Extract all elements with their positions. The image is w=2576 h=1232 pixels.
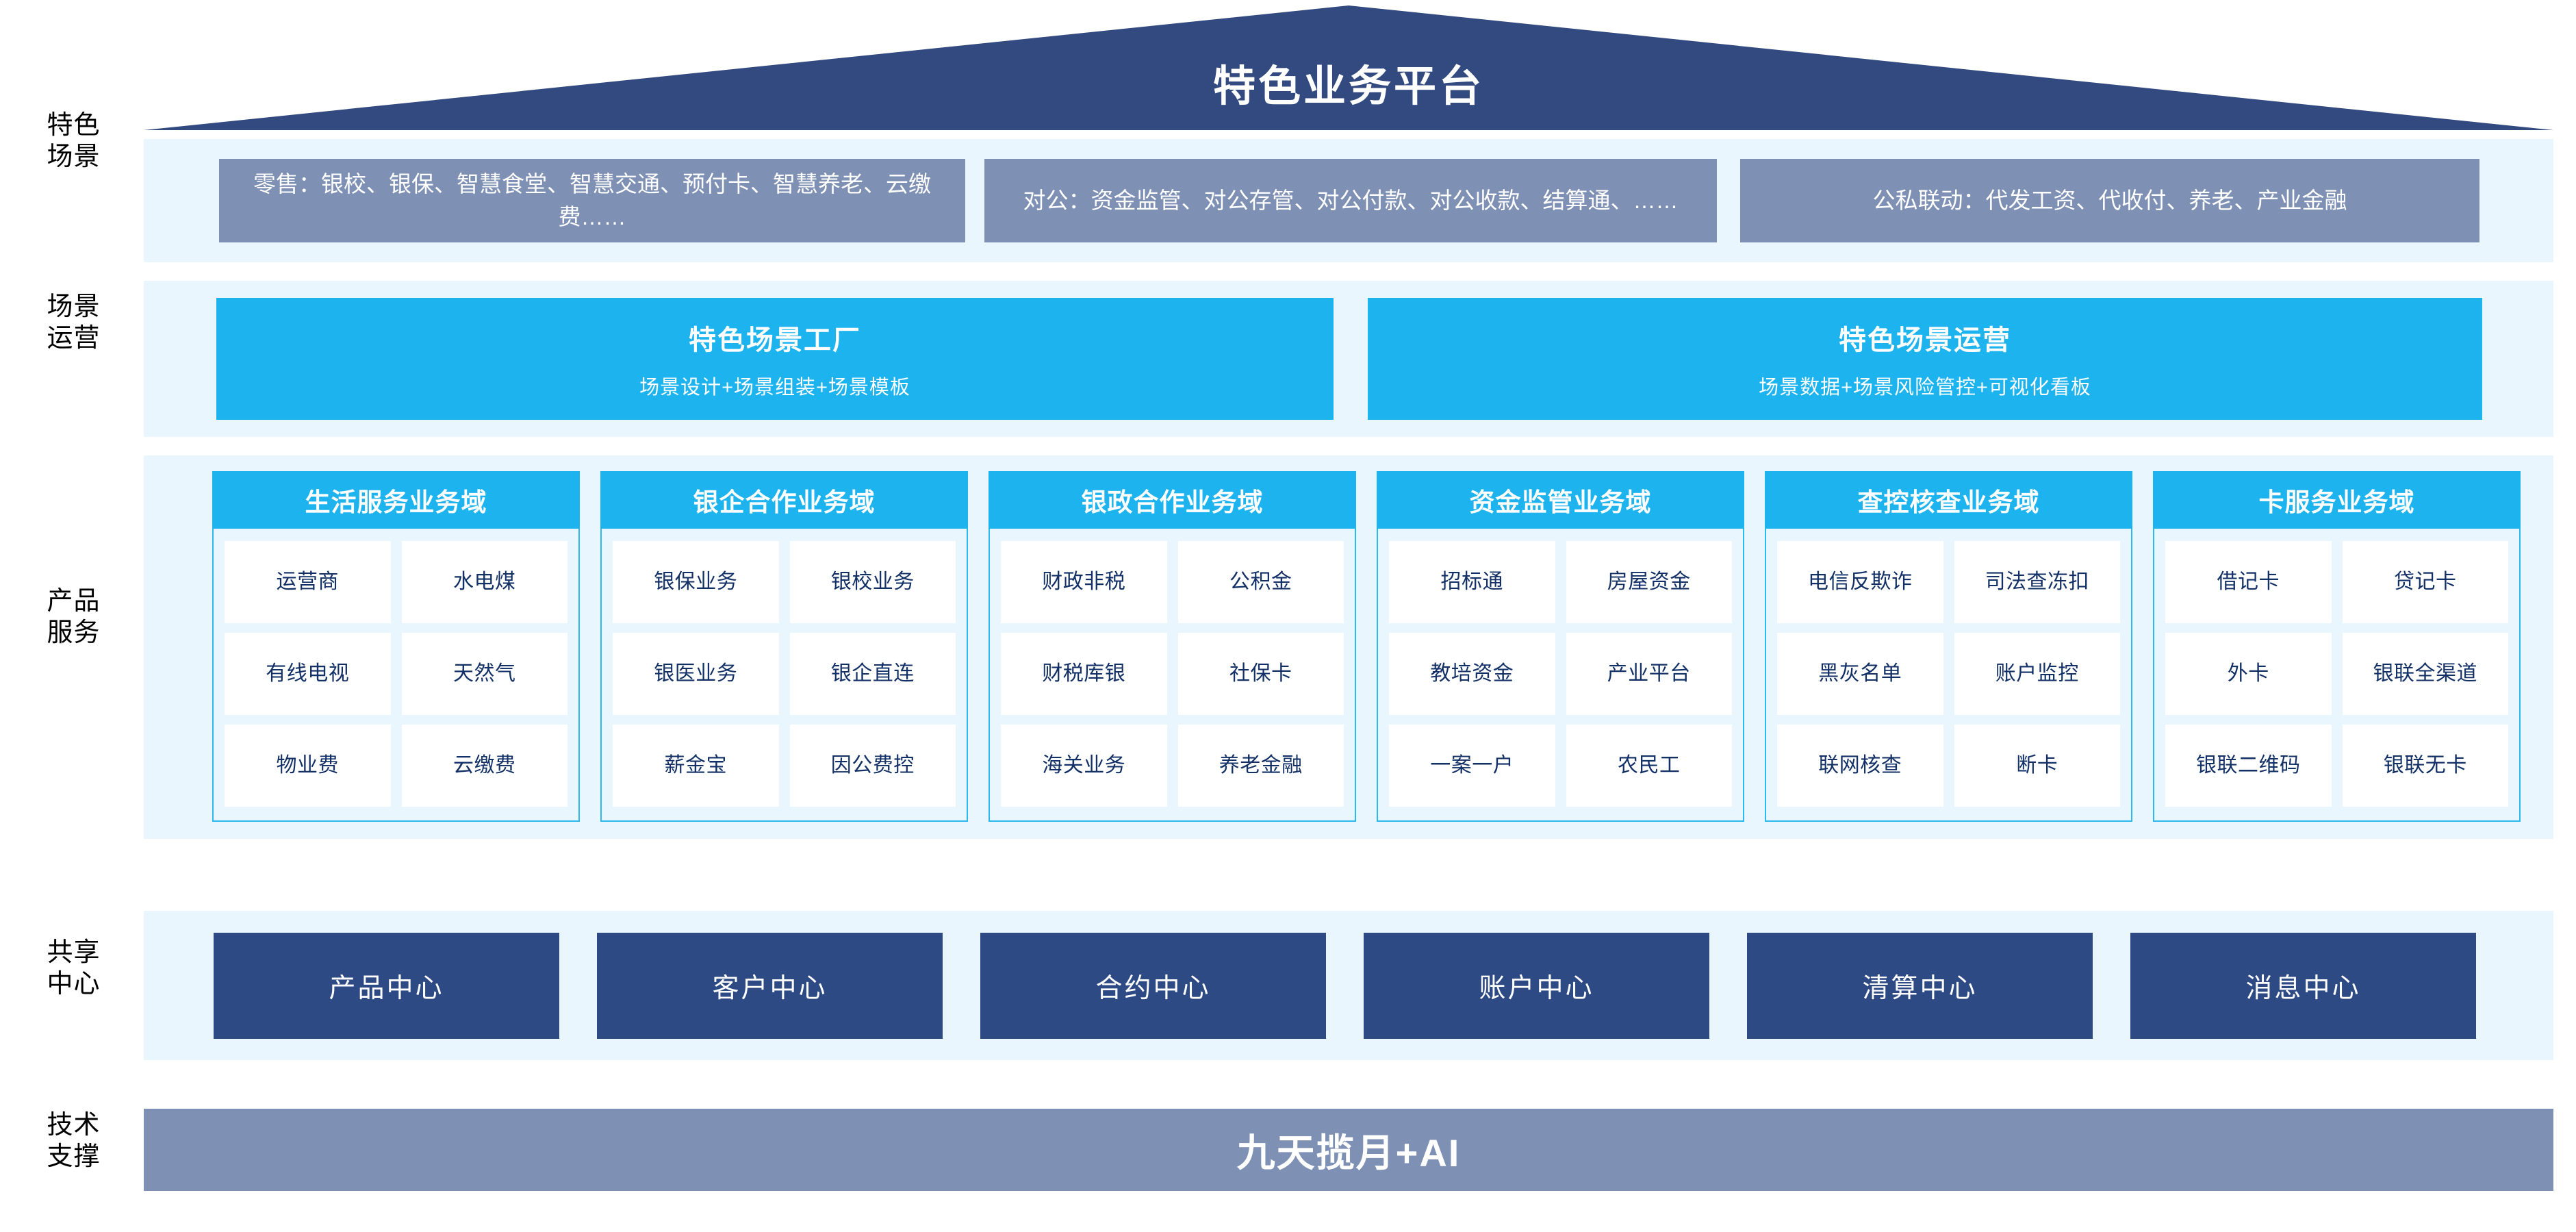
shared-center-product-center[interactable]: 产品中心 bbox=[214, 933, 559, 1039]
domain-item[interactable]: 联网核查 bbox=[1777, 725, 1943, 807]
scenario-chip-corporate[interactable]: 对公：资金监管、对公存管、对公付款、对公收款、结算通、…… bbox=[984, 159, 1717, 242]
roof-shape-icon bbox=[144, 5, 2553, 130]
domain-item[interactable]: 海关业务 bbox=[1001, 725, 1167, 807]
shared-center-contract-center[interactable]: 合约中心 bbox=[980, 933, 1326, 1039]
domain-item-grid: 运营商 水电煤 有线电视 天然气 物业费 云缴费 bbox=[214, 529, 578, 820]
domain-item[interactable]: 财税库银 bbox=[1001, 633, 1167, 715]
domain-item[interactable]: 黑灰名单 bbox=[1777, 633, 1943, 715]
domain-item[interactable]: 银联二维码 bbox=[2165, 725, 2332, 807]
domain-item[interactable]: 银保业务 bbox=[613, 541, 779, 623]
domain-item[interactable]: 云缴费 bbox=[401, 725, 568, 807]
platform-roof-banner: 特色业务平台 bbox=[144, 5, 2553, 130]
operations-subtitle: 场景设计+场景组装+场景模板 bbox=[639, 377, 910, 399]
domain-item[interactable]: 借记卡 bbox=[2165, 541, 2332, 623]
domain-card-fund-supervision[interactable]: 资金监管业务域 招标通 房屋资金 教培资金 产业平台 一案一户 农民工 bbox=[1377, 471, 1744, 822]
domain-item[interactable]: 产业平台 bbox=[1566, 633, 1732, 715]
domain-item[interactable]: 财政非税 bbox=[1001, 541, 1167, 623]
domain-card-bank-enterprise[interactable]: 银企合作业务域 银保业务 银校业务 银医业务 银企直连 薪金宝 因公费控 bbox=[600, 471, 968, 822]
row-label-scenarios: 特色 场景 bbox=[47, 111, 101, 172]
domain-title: 查控核查业务域 bbox=[1765, 471, 2132, 529]
domain-item[interactable]: 断卡 bbox=[1954, 725, 2120, 807]
domain-item[interactable]: 电信反欺诈 bbox=[1777, 541, 1943, 623]
operations-subtitle: 场景数据+场景风险管控+可视化看板 bbox=[1759, 377, 2091, 399]
tech-support-bar[interactable]: 九天揽月+AI bbox=[144, 1109, 2553, 1191]
row-label-shared-centers: 共享 中心 bbox=[47, 938, 101, 999]
domain-item[interactable]: 公积金 bbox=[1177, 541, 1344, 623]
domain-card-card-service[interactable]: 卡服务业务域 借记卡 贷记卡 外卡 银联全渠道 银联二维码 银联无卡 bbox=[2153, 471, 2521, 822]
domain-item[interactable]: 薪金宝 bbox=[613, 725, 779, 807]
domain-item-grid: 招标通 房屋资金 教培资金 产业平台 一案一户 农民工 bbox=[1378, 529, 1743, 820]
shared-center-customer-center[interactable]: 客户中心 bbox=[597, 933, 943, 1039]
domain-item[interactable]: 运营商 bbox=[225, 541, 391, 623]
domain-item[interactable]: 物业费 bbox=[225, 725, 391, 807]
domain-item[interactable]: 贷记卡 bbox=[2342, 541, 2508, 623]
domain-item[interactable]: 农民工 bbox=[1566, 725, 1732, 807]
domain-item[interactable]: 一案一户 bbox=[1389, 725, 1555, 807]
row-label-operations: 场景 运营 bbox=[47, 292, 101, 353]
domain-title: 资金监管业务域 bbox=[1377, 471, 1744, 529]
page-title: 特色业务平台 bbox=[1212, 63, 1484, 110]
shared-center-account-center[interactable]: 账户中心 bbox=[1364, 933, 1709, 1039]
domain-item-grid: 借记卡 贷记卡 外卡 银联全渠道 银联二维码 银联无卡 bbox=[2154, 529, 2519, 820]
domain-item[interactable]: 教培资金 bbox=[1389, 633, 1555, 715]
domain-item[interactable]: 社保卡 bbox=[1177, 633, 1344, 715]
operations-box-scene-factory[interactable]: 特色场景工厂 场景设计+场景组装+场景模板 bbox=[216, 298, 1334, 420]
scenario-chip-retail[interactable]: 零售：银校、银保、智慧食堂、智慧交通、预付卡、智慧养老、云缴费…… bbox=[219, 159, 965, 242]
domain-card-investigation-control[interactable]: 查控核查业务域 电信反欺诈 司法查冻扣 黑灰名单 账户监控 联网核查 断卡 bbox=[1765, 471, 2132, 822]
domain-item-grid: 财政非税 公积金 财税库银 社保卡 海关业务 养老金融 bbox=[990, 529, 1355, 820]
domain-item[interactable]: 养老金融 bbox=[1177, 725, 1344, 807]
domain-item[interactable]: 水电煤 bbox=[401, 541, 568, 623]
operations-title: 特色场景工厂 bbox=[689, 325, 861, 355]
domain-card-life-service[interactable]: 生活服务业务域 运营商 水电煤 有线电视 天然气 物业费 云缴费 bbox=[212, 471, 580, 822]
domain-item[interactable]: 有线电视 bbox=[225, 633, 391, 715]
row-label-tech-support: 技术 支撑 bbox=[47, 1111, 101, 1172]
domain-item-grid: 电信反欺诈 司法查冻扣 黑灰名单 账户监控 联网核查 断卡 bbox=[1766, 529, 2131, 820]
domain-item[interactable]: 司法查冻扣 bbox=[1954, 541, 2120, 623]
domain-item[interactable]: 银医业务 bbox=[613, 633, 779, 715]
domain-item[interactable]: 账户监控 bbox=[1954, 633, 2120, 715]
domain-item[interactable]: 银联全渠道 bbox=[2342, 633, 2508, 715]
shared-center-clearing-center[interactable]: 清算中心 bbox=[1747, 933, 2093, 1039]
domain-item[interactable]: 银校业务 bbox=[789, 541, 956, 623]
domain-item[interactable]: 房屋资金 bbox=[1566, 541, 1732, 623]
scenario-chip-public-private[interactable]: 公私联动：代发工资、代收付、养老、产业金融 bbox=[1740, 159, 2479, 242]
domain-item[interactable]: 银联无卡 bbox=[2342, 725, 2508, 807]
operations-title: 特色场景运营 bbox=[1839, 325, 2011, 355]
row-label-products: 产品 服务 bbox=[47, 587, 101, 648]
domain-item[interactable]: 银企直连 bbox=[789, 633, 956, 715]
domain-item[interactable]: 天然气 bbox=[401, 633, 568, 715]
domain-item[interactable]: 招标通 bbox=[1389, 541, 1555, 623]
domain-title: 银企合作业务域 bbox=[600, 471, 968, 529]
domain-item[interactable]: 因公费控 bbox=[789, 725, 956, 807]
domain-item-grid: 银保业务 银校业务 银医业务 银企直连 薪金宝 因公费控 bbox=[602, 529, 967, 820]
domain-title: 生活服务业务域 bbox=[212, 471, 580, 529]
domain-title: 银政合作业务域 bbox=[989, 471, 1356, 529]
domain-item[interactable]: 外卡 bbox=[2165, 633, 2332, 715]
operations-box-scene-operation[interactable]: 特色场景运营 场景数据+场景风险管控+可视化看板 bbox=[1368, 298, 2482, 420]
domain-card-bank-government[interactable]: 银政合作业务域 财政非税 公积金 财税库银 社保卡 海关业务 养老金融 bbox=[989, 471, 1356, 822]
shared-center-message-center[interactable]: 消息中心 bbox=[2130, 933, 2476, 1039]
domain-title: 卡服务业务域 bbox=[2153, 471, 2521, 529]
